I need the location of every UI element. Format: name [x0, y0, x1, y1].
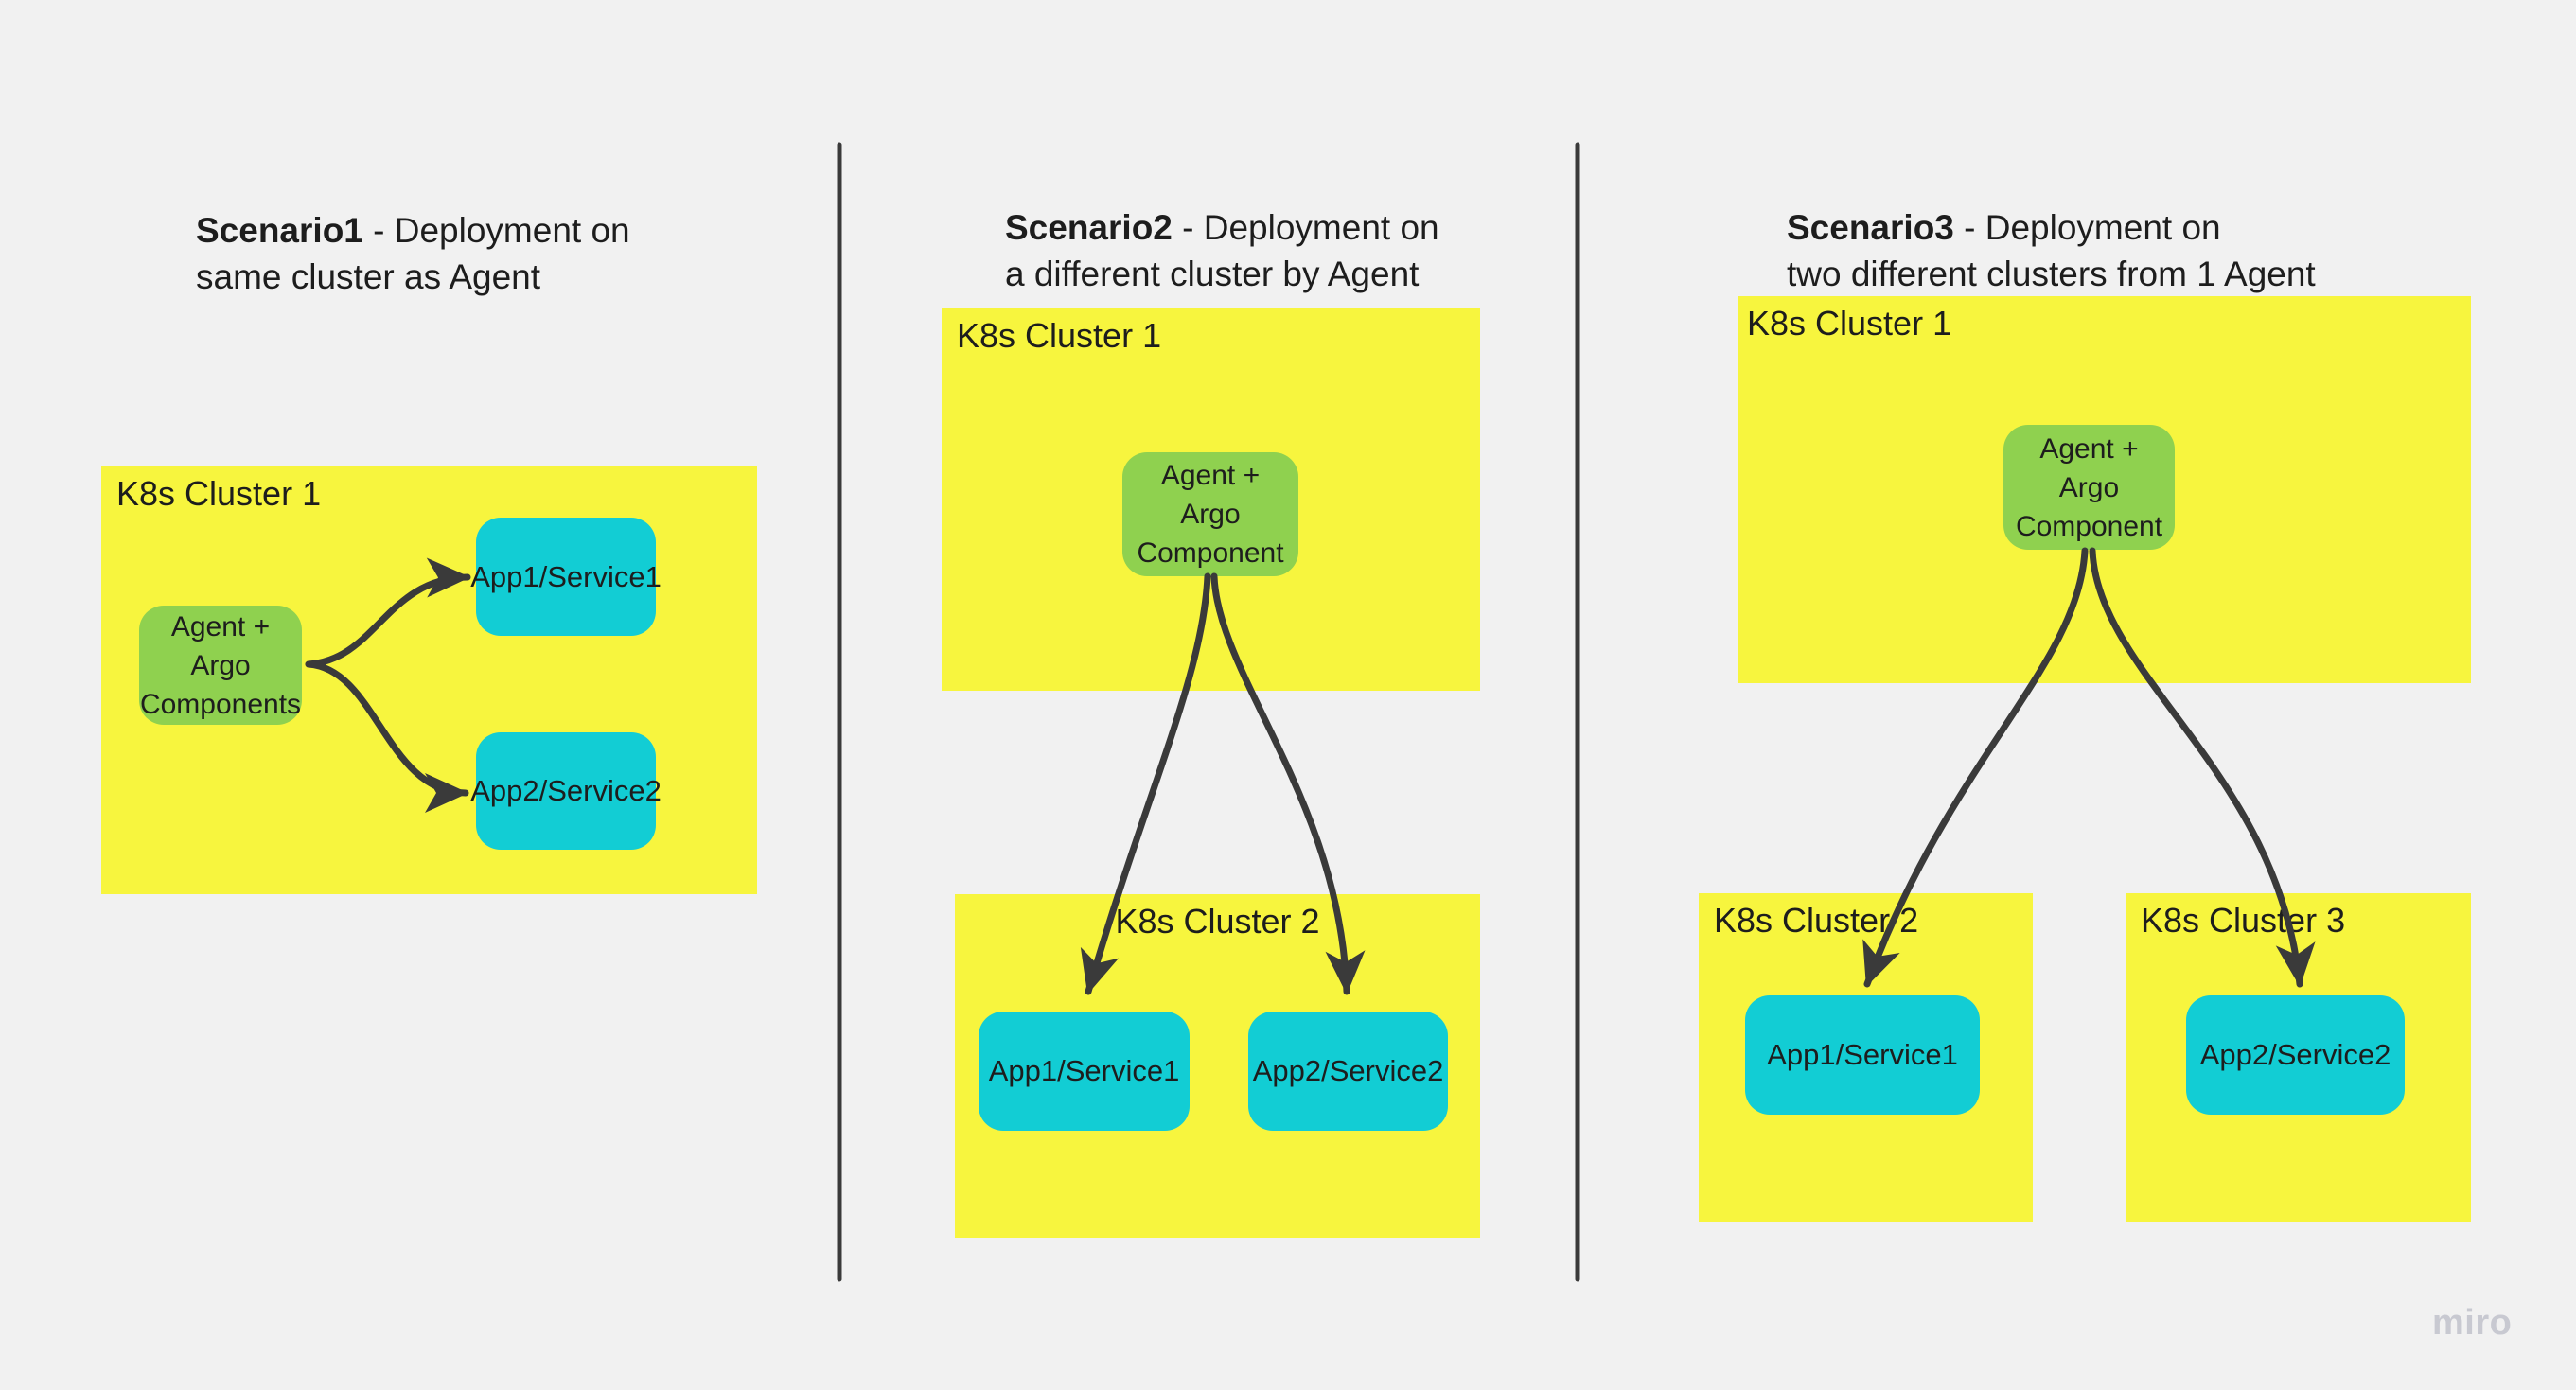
- scenario2-title-rest: - Deployment on a different cluster by A…: [1005, 208, 1439, 293]
- scenario3-title[interactable]: Scenario3 - Deployment on two different …: [1787, 158, 2402, 297]
- scenario2-agent-label: Agent + Argo Component: [1137, 460, 1284, 569]
- scenario2-cluster2-label: K8s Cluster 2: [1115, 902, 1320, 941]
- scenario1-agent-node[interactable]: Agent + Argo Components: [139, 606, 302, 725]
- scenario2-app2-label: App2/Service2: [1252, 1054, 1444, 1087]
- scenario2-app2-node[interactable]: App2/Service2: [1248, 1012, 1448, 1131]
- scenario1-app2-label: App2/Service2: [470, 774, 662, 807]
- scenario2-agent-node[interactable]: Agent + Argo Component: [1122, 452, 1298, 576]
- scenario1-app2-node[interactable]: App2/Service2: [470, 732, 662, 850]
- scenario3-cluster2-label: K8s Cluster 2: [1714, 901, 1919, 940]
- miro-watermark: miro: [2432, 1303, 2513, 1343]
- scenario3-app2-node[interactable]: App2/Service2: [2186, 995, 2405, 1115]
- scenario3-app1-node[interactable]: App1/Service1: [1745, 995, 1980, 1115]
- scenario2-app1-node[interactable]: App1/Service1: [979, 1012, 1190, 1131]
- scenario1-agent-label: Agent + Argo Components: [139, 610, 302, 720]
- scenario3-cluster3-label: K8s Cluster 3: [2141, 901, 2346, 940]
- scenario3-agent-node[interactable]: Agent + Argo Component: [2003, 425, 2175, 550]
- scenario1-app1-node[interactable]: App1/Service1: [470, 518, 662, 636]
- scenario3-title-rest: - Deployment on two different clusters f…: [1787, 208, 2316, 293]
- scenario3-cluster1-label: K8s Cluster 1: [1747, 304, 1952, 343]
- scenario1-app1-label: App1/Service1: [470, 559, 662, 593]
- scenario1-cluster1-label: K8s Cluster 1: [116, 474, 322, 513]
- scenario2-app1-label: App1/Service1: [988, 1054, 1180, 1087]
- scenario2-title[interactable]: Scenario2 - Deployment on a different cl…: [1005, 158, 1469, 297]
- scenario1-title[interactable]: Scenario1 - Deployment on same cluster a…: [196, 161, 641, 300]
- scenario3-app2-label: App2/Service2: [2199, 1038, 2391, 1071]
- scenario1-title-rest: - Deployment on same cluster as Agent: [196, 211, 630, 296]
- scenario3-app1-label: App1/Service1: [1767, 1038, 1958, 1071]
- scenario1-title-bold: Scenario1: [196, 211, 363, 250]
- scenario3-agent-label: Agent + Argo Component: [2015, 432, 2163, 542]
- scenario2-title-bold: Scenario2: [1005, 208, 1173, 247]
- scenario2-cluster1-label: K8s Cluster 1: [957, 316, 1162, 355]
- scenario3-title-bold: Scenario3: [1787, 208, 1954, 247]
